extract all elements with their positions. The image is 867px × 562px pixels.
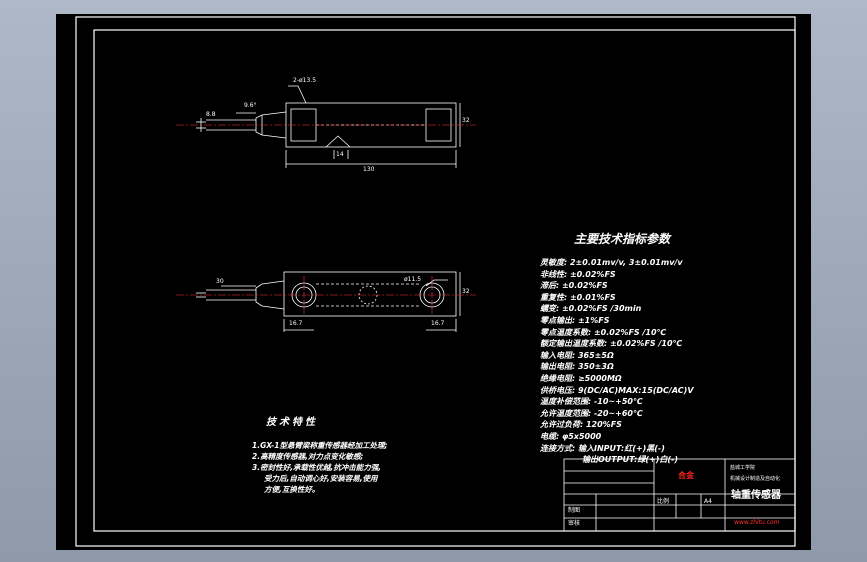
- title-block-drawn: 制图: [568, 507, 581, 514]
- dim-angle: 9.6°: [244, 102, 257, 109]
- param-item: 输出OUTPUT:绿(+)白(-): [582, 455, 678, 465]
- front-beam-body: [283, 271, 457, 317]
- dim-height-bottom: 32: [462, 288, 470, 295]
- param-item: 温度补偿范围: -10~+50℃: [540, 397, 643, 407]
- param-item: 供桥电压: 9(DC/AC)MAX:15(DC/AC)V: [540, 385, 694, 395]
- title-block-scale: 比例: [657, 498, 670, 505]
- title-block-footer: www.zhitu.com: [734, 519, 780, 526]
- params-list: 灵敏度: 2±0.01mv/v, 3±0.01mv/v 非线性: ±0.02%F…: [540, 257, 694, 466]
- param-item: 输出电阻: 350±3Ω: [540, 362, 614, 372]
- dim-height-top: 32: [462, 117, 470, 124]
- tech-item: 3.密封性好,承载性优越,抗冲击能力强,: [252, 463, 382, 472]
- title-block-stamp: 合金: [678, 471, 694, 480]
- dim-length: 130: [363, 166, 375, 173]
- param-item: 电缆: φ5x5000: [540, 431, 602, 441]
- title-block-drawing-name: 轴重传感器: [731, 490, 781, 501]
- param-item: 灵敏度: 2±0.01mv/v, 3±0.01mv/v: [540, 258, 683, 267]
- param-item: 非线性: ±0.02%FS: [540, 269, 616, 279]
- params-title: 主要技术指标参数: [574, 232, 671, 246]
- param-item: 允许过负荷: 120%FS: [540, 420, 622, 430]
- param-item: 零点温度系数: ±0.02%FS /10℃: [540, 327, 667, 337]
- top-view: [196, 85, 461, 168]
- title-block-major: 机械设计制造及自动化: [730, 476, 781, 482]
- param-item: 蠕变: ±0.02%FS /30min: [540, 304, 642, 314]
- title-block-school: 盐城工学院: [730, 465, 756, 471]
- tech-title: 技术特性: [266, 417, 318, 428]
- dim-bottom-left: 16.7: [289, 320, 303, 327]
- top-notch: [325, 135, 351, 148]
- param-item: 滞后: ±0.02%FS: [540, 281, 608, 291]
- tech-item: 1.GX-1型悬臂梁称重传感器经加工处理;: [252, 441, 388, 450]
- inner-frame: [93, 29, 796, 532]
- tech-item: 受力后,自动调心好,安装容易,使用: [264, 474, 378, 483]
- param-item: 零点输出: ±1%FS: [540, 315, 610, 325]
- dim-notch: 14: [336, 151, 344, 158]
- dim-hole-top: 2-ø13.5: [293, 77, 317, 84]
- dim-hole-bottom: ø11.5: [404, 276, 422, 283]
- tech-list: 1.GX-1型悬臂梁称重传感器经加工处理; 2.高精度传感器,对力点变化敏感; …: [252, 440, 387, 495]
- title-block-code: A4: [704, 498, 712, 505]
- param-item: 重复性: ±0.01%FS: [540, 292, 616, 302]
- tech-item: 2.高精度传感器,对力点变化敏感;: [252, 452, 364, 461]
- cad-viewport[interactable]: 2-ø13.5 9.6° 8.8 32 14 130 30 ø11.5 16.7…: [56, 14, 811, 550]
- dim-30: 30: [216, 278, 224, 285]
- tech-item: 方便,互换性好。: [264, 485, 320, 494]
- param-item: 额定输出温度系数: ±0.02%FS /10℃: [540, 339, 683, 349]
- param-item: 绝缘电阻: ≥5000MΩ: [540, 373, 622, 383]
- param-item: 连接方式: 输入INPUT:红(+)黑(-): [540, 443, 665, 453]
- title-block-checked: 审核: [568, 520, 581, 527]
- dim-bottom-right: 16.7: [431, 320, 445, 327]
- drawing-sheet: [75, 16, 796, 547]
- param-item: 输入电阻: 365±5Ω: [540, 350, 614, 360]
- param-item: 允许温度范围: -20~+60℃: [540, 408, 643, 418]
- title-block: [563, 458, 796, 532]
- dim-left: 8.8: [206, 111, 216, 118]
